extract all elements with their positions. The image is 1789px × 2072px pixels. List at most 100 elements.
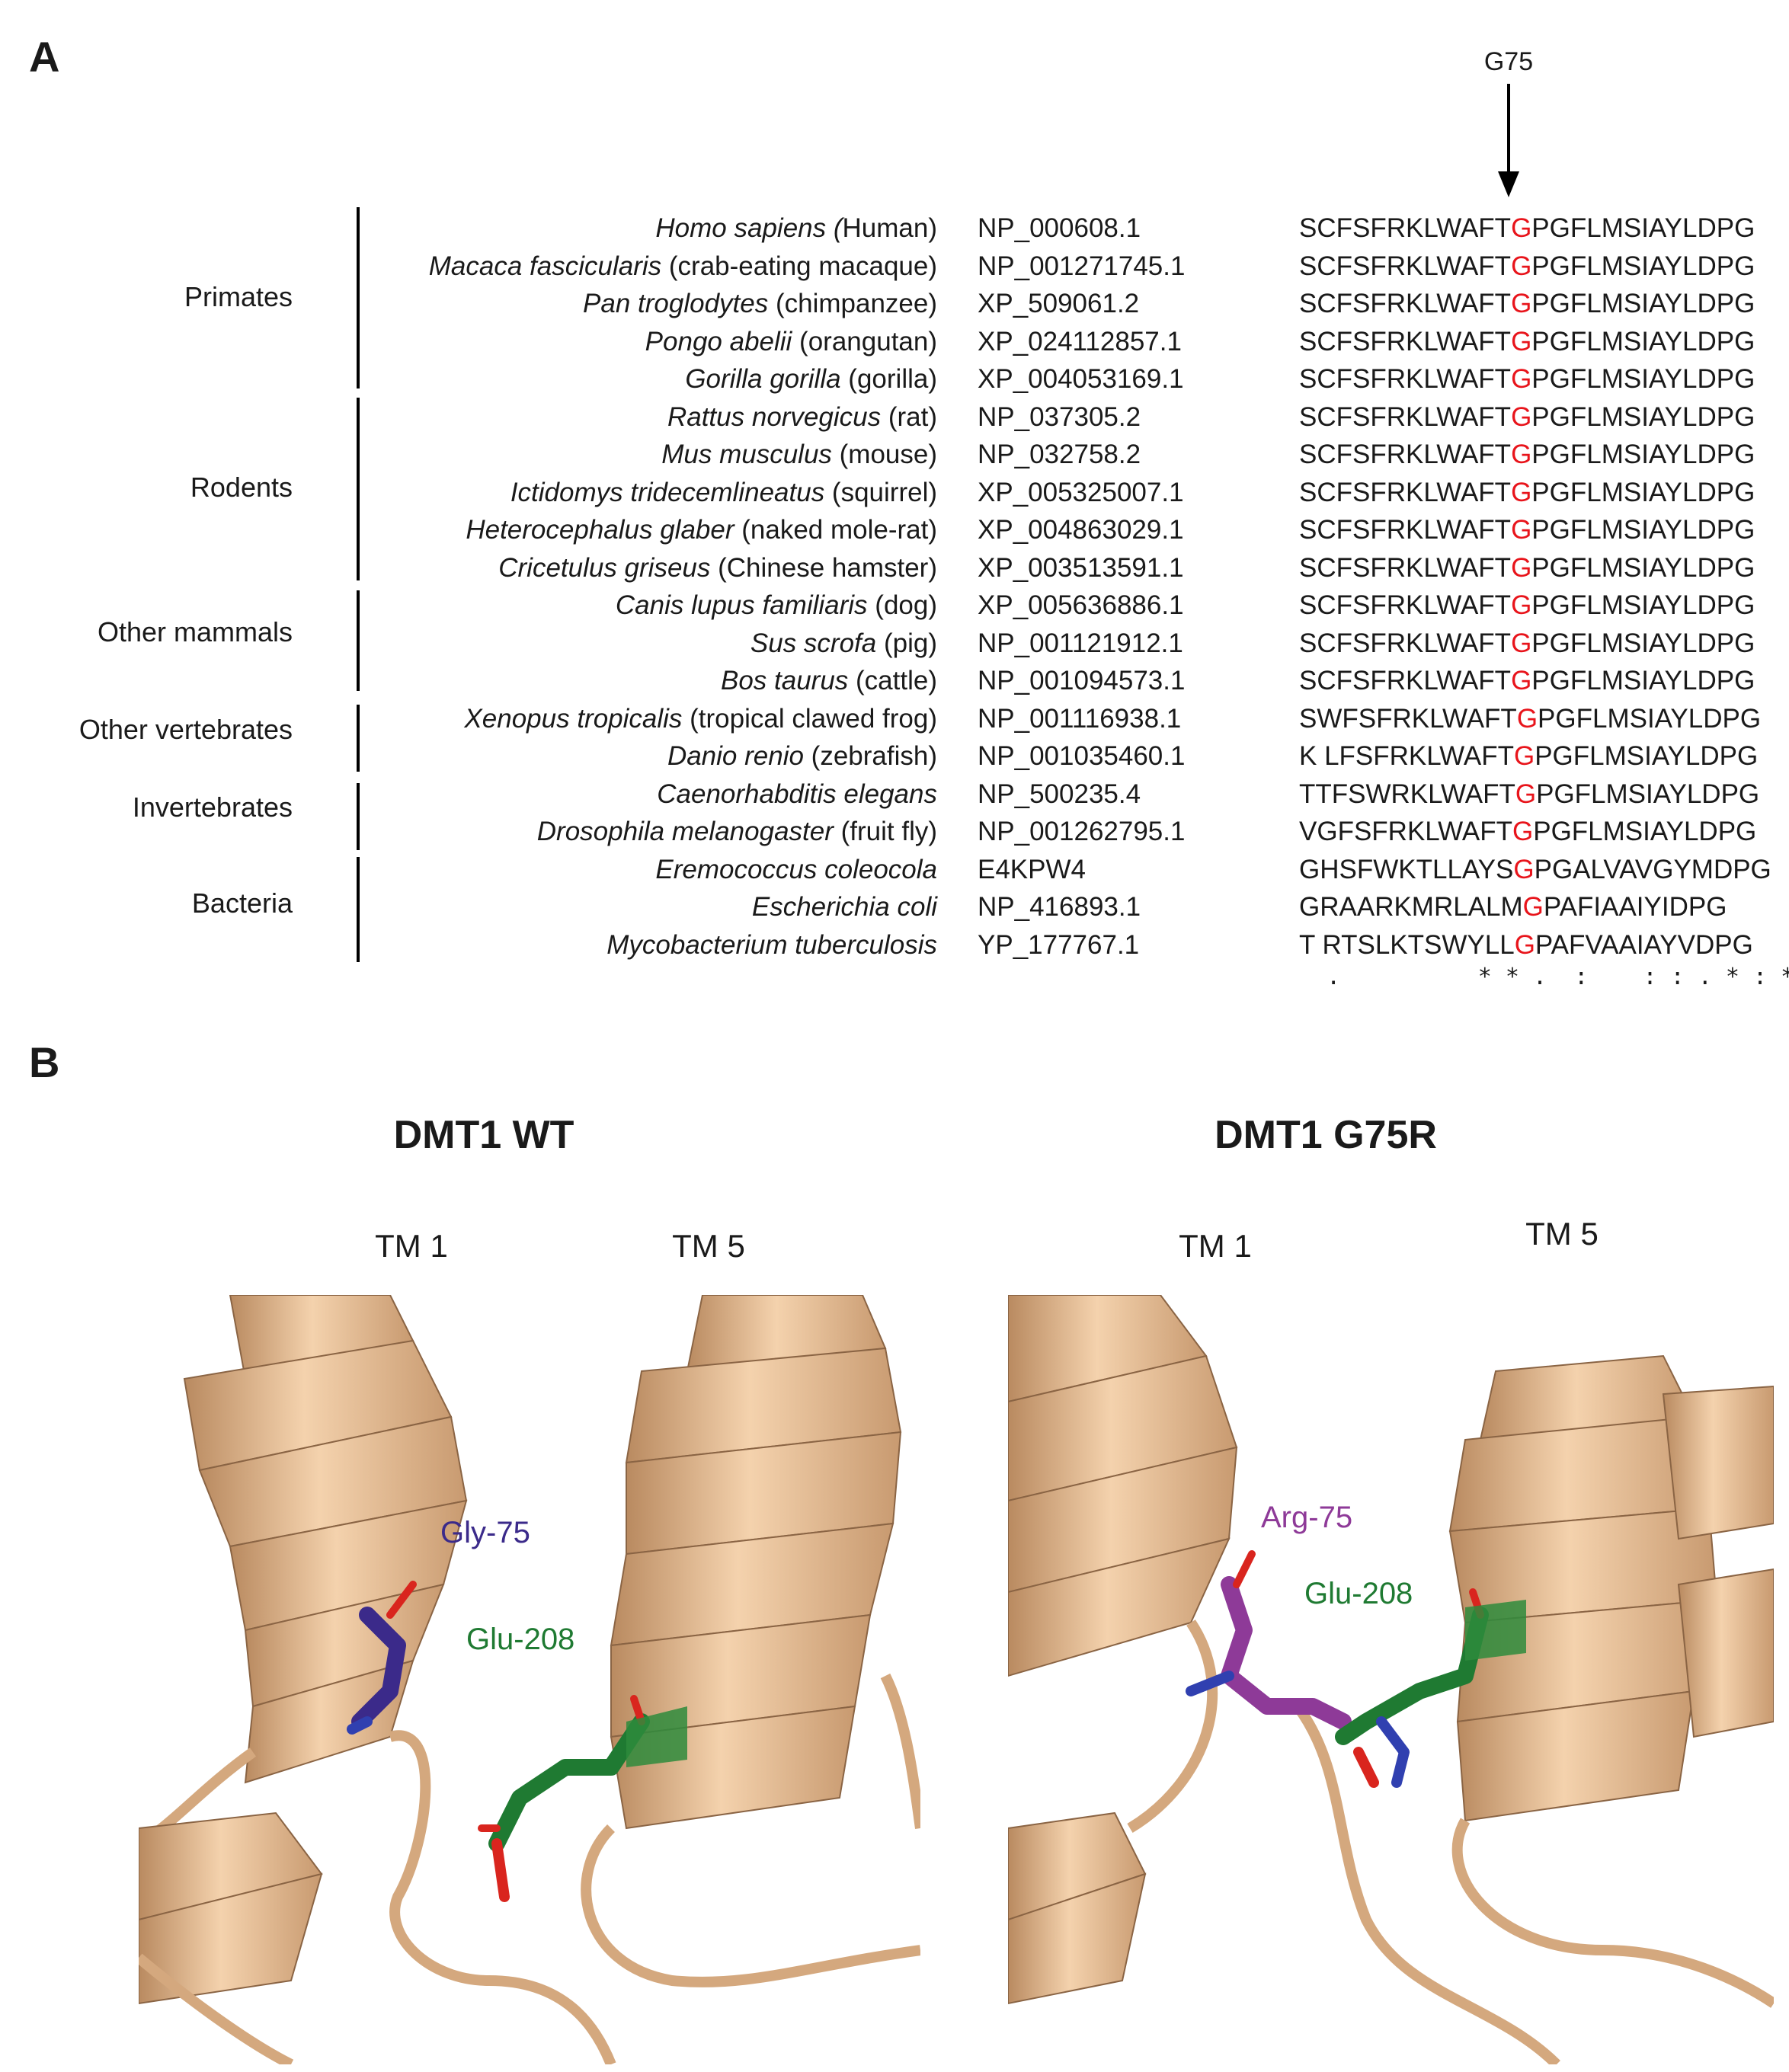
organism-scientific-name: Cricetulus griseus [498,553,711,583]
sequence-suffix: PGFLMSIAYLDPG [1531,364,1755,394]
organism-name: Mycobacterium tuberculosis [606,932,937,958]
wt-gly75-label: Gly-75 [440,1516,530,1549]
sequence-suffix: PGFLMSIAYLDPG [1531,590,1755,620]
sequence-suffix: PGFLMSIAYLDPG [1531,213,1755,243]
sequence-suffix: PGFLMSIAYLDPG [1531,251,1755,281]
sequence-row: SCFSFRKLWAFTGPGFLMSIAYLDPG [1299,479,1755,506]
sequence-row: T RTSLKTSWYLLGPAFVAAIAYVDPG [1299,932,1753,958]
organism-name: Eremococcus coleocola [655,856,937,883]
organism-scientific-name: Drosophila melanogaster [536,817,834,846]
sequence-prefix: SCFSFRKLWAFT [1299,251,1512,281]
sequence-prefix: SCFSFRKLWAFT [1299,440,1512,469]
sequence-row: SCFSFRKLWAFTGPGFLMSIAYLDPG [1299,630,1755,657]
mutant-structure-panel [1008,1295,1774,2064]
organism-scientific-name: Ictidomys tridecemlineatus [510,478,825,507]
organism-common-name: (chimpanzee) [768,289,937,318]
organism-common-name: Human) [842,213,937,243]
organism-scientific-name: Mus musculus [661,440,832,469]
sequence-g75-residue: G [1511,364,1532,394]
sequence-row: SCFSFRKLWAFTGPGFLMSIAYLDPG [1299,441,1755,468]
organism-scientific-name: Macaca fascicularis [428,251,662,281]
sequence-suffix: PAFVAAIAYVDPG [1535,930,1753,960]
wt-glu208-label: Glu-208 [466,1623,575,1656]
organism-scientific-name: Gorilla gorilla [685,364,841,394]
accession-number: NP_001262795.1 [978,817,1186,846]
sequence-prefix: SWFSFRKLWAFT [1299,704,1517,734]
organism-name: Caenorhabditis elegans [657,781,937,807]
organism-scientific-name: Canis lupus familiaris [615,590,868,620]
organism-name: Bos taurus (cattle) [721,667,937,694]
organism-name: Heterocephalus glaber (naked mole-rat) [466,516,937,543]
sequence-g75-residue: G [1512,817,1534,846]
group-label-other-mammals: Other mammals [97,616,293,648]
wt-tm5-label: TM 5 [672,1228,745,1264]
wt-title: DMT1 WT [393,1113,574,1157]
organism-common-name: (tropical clawed frog) [682,704,937,734]
organism-name: Cricetulus griseus (Chinese hamster) [498,555,937,581]
sequence-row: SCFSFRKLWAFTGPGFLMSIAYLDPG [1299,404,1755,430]
group-label-bacteria: Bacteria [191,887,293,919]
sequence-prefix: TTFSWRKLWAFT [1299,779,1515,809]
accession-number: XP_005325007.1 [978,478,1184,507]
accession-number: NP_001271745.1 [978,251,1186,281]
panel-a-letter: A [29,33,60,81]
organism-scientific-name: Homo sapiens ( [655,213,843,243]
wt-structure-panel [139,1295,920,2064]
group-bar-invertebrates [357,783,360,850]
sequence-suffix: PGFLMSIAYLDPG [1533,817,1757,846]
sequence-suffix: PGFLMSIAYLDPG [1531,402,1755,432]
sequence-prefix: T RTSLKTSWYLL [1299,930,1515,960]
sequence-prefix: GRAARKMRLALM [1299,892,1523,922]
accession-number: NP_001121912.1 [978,628,1183,658]
sequence-g75-residue: G [1511,251,1532,281]
mutant-arg75-label: Arg-75 [1261,1501,1353,1534]
sequence-prefix: SCFSFRKLWAFT [1299,628,1512,658]
organism-name: Pongo abelii (orangutan) [645,328,937,355]
sequence-suffix: PGFLMSIAYLDPG [1535,741,1759,771]
sequence-row: K LFSFRKLWAFTGPGFLMSIAYLDPG [1299,743,1758,769]
accession-number: NP_001116938.1 [978,704,1182,734]
sequence-g75-residue: G [1511,440,1532,469]
organism-name: Drosophila melanogaster (fruit fly) [537,818,937,845]
sequence-prefix: SCFSFRKLWAFT [1299,213,1512,243]
organism-common-name: (squirrel) [824,478,937,507]
sequence-g75-residue: G [1511,327,1532,357]
sequence-suffix: PGALVAVGYMDPG [1534,855,1771,884]
sequence-g75-residue: G [1516,704,1538,734]
sequence-g75-residue: G [1514,930,1535,960]
sequence-suffix: PGFLMSIAYLDPG [1531,628,1755,658]
sequence-row: GHSFWKTLLAYSGPGALVAVGYMDPG [1299,856,1771,883]
sequence-row: SCFSFRKLWAFTGPGFLMSIAYLDPG [1299,290,1755,317]
organism-scientific-name: Eremococcus coleocola [655,855,937,884]
sequence-prefix: SCFSFRKLWAFT [1299,515,1512,545]
sequence-row: SCFSFRKLWAFTGPGFLMSIAYLDPG [1299,366,1755,392]
organism-scientific-name: Rattus norvegicus [667,402,882,432]
sequence-prefix: SCFSFRKLWAFT [1299,364,1512,394]
g75-arrow-label: G75 [1483,47,1534,76]
organism-scientific-name: Bos taurus [720,666,849,695]
sequence-row: SWFSFRKLWAFTGPGFLMSIAYLDPG [1299,705,1761,732]
sequence-prefix: SCFSFRKLWAFT [1299,666,1512,695]
organism-common-name: (zebrafish) [803,741,937,771]
organism-scientific-name: Danio renio [667,741,804,771]
accession-number: E4KPW4 [978,855,1086,884]
sequence-row: SCFSFRKLWAFTGPGFLMSIAYLDPG [1299,215,1755,241]
sequence-g75-residue: G [1511,478,1532,507]
accession-number: XP_004863029.1 [978,515,1184,545]
organism-scientific-name: Escherichia coli [751,892,937,922]
sequence-suffix: PAFIAAIYIDPG [1543,892,1727,922]
mutant-ribbon-illustration [1008,1295,1774,2064]
sequence-suffix: PGFLMSIAYLDPG [1531,327,1755,357]
g75-arrow-shaft [1507,84,1510,174]
group-label-rodents: Rodents [190,472,293,503]
sequence-prefix: K LFSFRKLWAFT [1299,741,1514,771]
sequence-row: SCFSFRKLWAFTGPGFLMSIAYLDPG [1299,253,1755,280]
sequence-row: SCFSFRKLWAFTGPGFLMSIAYLDPG [1299,667,1755,694]
organism-name: Ictidomys tridecemlineatus (squirrel) [510,479,937,506]
organism-common-name: (crab-eating macaque) [661,251,937,281]
accession-number: NP_032758.2 [978,440,1141,469]
group-bar-other-mammals [357,590,360,691]
sequence-prefix: SCFSFRKLWAFT [1299,553,1512,583]
sequence-g75-residue: G [1511,628,1532,658]
accession-number: XP_005636886.1 [978,590,1184,620]
